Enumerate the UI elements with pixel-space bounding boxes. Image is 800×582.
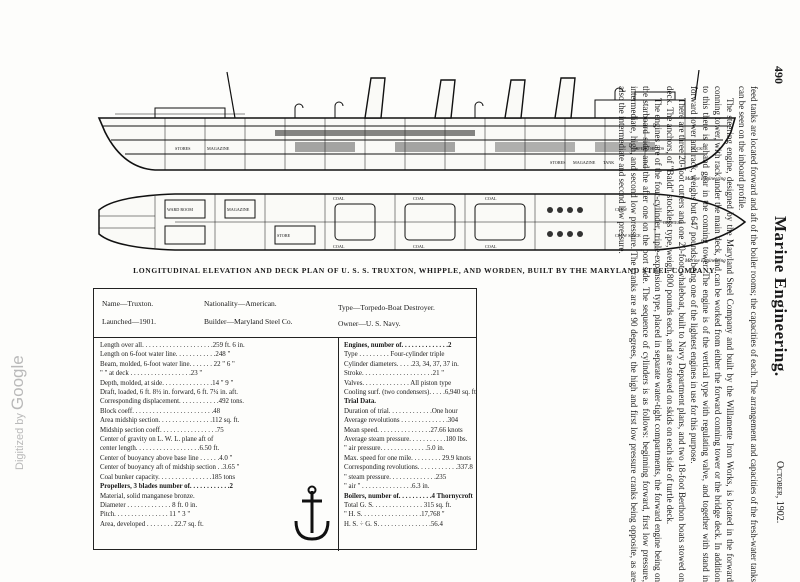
drawing-credit: Marine Engineering [684,177,726,182]
spec-row: Draft, loaded, 6 ft. 8½ in. forward, 6 f… [100,389,238,397]
spec-row: Valves. . . . . . . . . . . . . . All pi… [344,379,452,387]
spec-builder: Builder—Maryland Steel Co. [204,317,293,326]
spec-row: Midship section coeff. . . . . . . . . .… [100,426,224,434]
plan-label: COAL [413,244,425,249]
spec-row: Center of buoyancy aft of midship sectio… [100,464,240,472]
spec-row: Total G. S. . . . . . . . . . . . . . . … [344,501,452,509]
spec-row: " air pressure. . . . . . . . . . . . . … [344,445,445,453]
spec-row: Propellers, 3 blades number of. . . . . … [100,483,233,491]
spec-row: Length on 6-foot water line. . . . . . .… [100,351,231,359]
page-number: 490 [772,66,786,84]
article-paragraph: There are three 20-foot cutters and one … [665,86,687,582]
hull-dimensions: Length over all. . . . . . . . . . . . .… [100,341,334,529]
spec-row: Length over all. . . . . . . . . . . . .… [100,342,245,349]
ship-drawing: STORES MAGAZINE STORES MAGAZINE TANK TOR… [97,70,747,264]
issue-date: October, 1902. [774,461,785,524]
plan-label: COAL [485,196,497,201]
article-paragraph: The engines are of the four-cylinder, tr… [617,86,663,582]
article-paragraph: feed tanks are located forward and aft o… [737,86,759,582]
elevation-label: TANK [603,160,614,165]
spec-row: Average revolutions . . . . . . . . . . … [344,417,459,425]
spec-row: Center of buoyancy above base line . . .… [100,454,233,462]
spec-row: Material, solid manganese bronze. [100,492,195,500]
spec-row: Diameter . . . . . . . . . . . . . 8 ft.… [100,501,198,509]
drawing-credit-2: Marine Engineering [684,259,726,264]
spec-divider [338,337,339,551]
spec-row: H. S. ÷ G. S. . . . . . . . . . . . . . … [344,520,443,528]
elevation-label: TORPEDO HEADS [630,146,665,151]
spec-row: Corresponding displacement. . . . . . . … [100,398,244,406]
elevation-label: MAGAZINE [573,160,596,165]
figure-caption: LONGITUDINAL ELEVATION AND DECK PLAN OF … [133,266,717,275]
article-paragraph: The steering engine, designed by the Mar… [689,86,735,582]
spec-row: Area, developed . . . . . . . . 22.7 sq.… [100,520,204,528]
journal-title: Marine Engineering. [771,216,790,377]
spec-row: Block coeff. . . . . . . . . . . . . . .… [100,407,221,415]
plan-label: COAL [333,196,345,201]
plan-label: COAL [413,196,425,201]
anchor-icon [294,485,330,541]
elevation-labels: STORES MAGAZINE STORES MAGAZINE TANK TOR… [175,146,708,165]
elevation-label: STORES [175,146,191,151]
spec-row: " " at deck . . . . . . . . . . . . . . … [100,370,203,378]
longitudinal-elevation [97,70,737,171]
spec-row: Coal bunker capacity. . . . . . . . . . … [100,473,236,481]
plan-label: MAGAZINE [227,207,250,212]
spec-row: Center of gravity on L. W. L. plane aft … [100,436,214,444]
spec-row: Stroke. . . . . . . . . . . . . . . . . … [344,370,445,378]
plan-label: COAL [333,244,345,249]
spec-row: Type . . . . . . . . . Four-cylinder tri… [344,351,445,359]
spec-owner: Owner—U. S. Navy. [338,319,401,328]
plan-label: STORE [277,233,291,238]
deck-plan [98,193,747,251]
plan-label: COAL [485,244,497,249]
spec-row: Area midship section. . . . . . . . . . … [100,417,240,425]
spec-type: Type—Torpedo-Boat Destroyer. [338,303,435,312]
spec-table: Name—Truxton. Nationality—American. Type… [93,288,477,551]
elevation-label: LOCKER [691,146,708,151]
spec-row: Pitch. . . . . . . . . . . . . . . . 11 … [100,511,191,519]
spec-row: center length. . . . . . . . . . . . . .… [100,445,220,453]
spec-launched: Launched—1901. [102,317,156,326]
google-logo: Google [8,355,27,411]
watermark-prefix: Digitized by [14,413,26,470]
plan-label: CREW [615,207,627,212]
plan-labels: WARD ROOM MAGAZINE STORE COAL COAL COAL … [167,196,683,249]
spec-nationality: Nationality—American. [204,299,277,308]
elevation-label: MAGAZINE [207,146,230,151]
spec-row: Duration of trial. . . . . . . . . . . .… [344,407,458,415]
spec-row: " air " . . . . . . . . . . . . . . .6.3… [344,483,430,491]
spec-row: Trial Data. [344,398,377,406]
spec-row: Average steam pressure. . . . . . . . . … [344,436,468,444]
spec-row: Boilers, number of. . . . . . . . . .4 T… [344,492,473,500]
spec-row: " steam pressure. . . . . . . . . . . . … [344,473,447,481]
spec-row: " H. S. . . . . . . . . . . . . . . . . … [344,511,445,519]
spec-row: Beam, molded, 6-foot water line. . . . .… [100,360,235,368]
spec-row: Depth, molded, at side. . . . . . . . . … [100,379,234,387]
plan-label: CREW SPACE [615,233,641,238]
spec-row: Cylinder diameters. . . . .23, 34, 37, 3… [344,360,459,368]
plan-label: WARD ROOM [167,207,193,212]
spec-header: Name—Truxton. Nationality—American. Type… [94,289,476,338]
machinery-data: Engines, number of. . . . . . . . . . . … [344,341,476,529]
spec-row: Engines, number of. . . . . . . . . . . … [344,342,452,349]
spec-row: Cooling surf. (two condensers). . . . .6… [344,389,476,397]
elevation-label: STORES [550,160,566,165]
digitized-watermark: Digitized by Google [8,355,28,470]
spec-row: Mean speed. . . . . . . . . . . . . . . … [344,426,463,434]
spec-row: Max. speed for one mile. . . . . . . . .… [344,454,471,462]
spec-row: Corresponding revolutions. . . . . . . .… [344,464,473,472]
plan-label: OFFICERS [663,220,683,225]
spec-name: Name—Truxton. [102,299,154,308]
